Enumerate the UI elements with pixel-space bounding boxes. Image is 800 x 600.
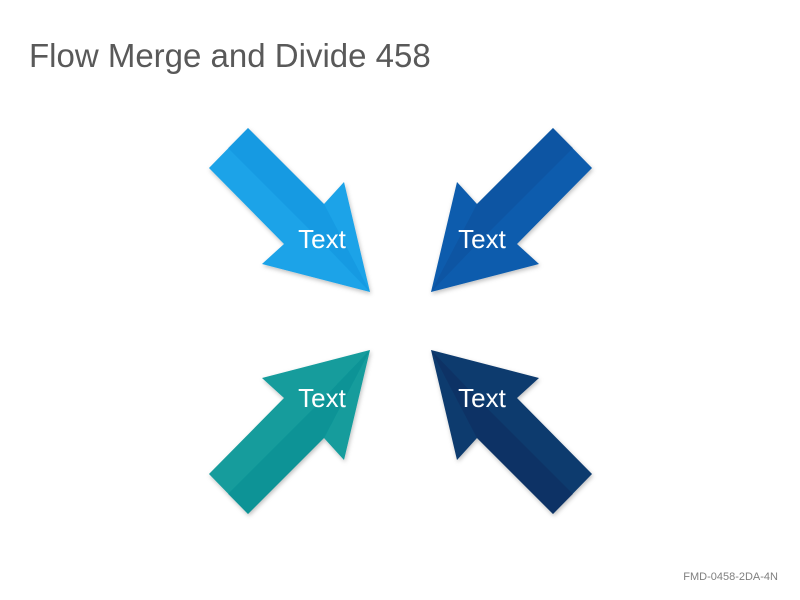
arrow-bottom-right-facet bbox=[431, 350, 573, 514]
arrow-top-right: Text bbox=[431, 128, 592, 292]
arrow-top-left: Text bbox=[209, 128, 370, 292]
footer-code: FMD-0458-2DA-4N bbox=[683, 571, 778, 583]
arrow-bottom-right: Text bbox=[431, 350, 592, 514]
page-title: Flow Merge and Divide 458 bbox=[29, 37, 431, 74]
arrow-bottom-left-label: Text bbox=[298, 383, 346, 413]
arrow-top-right-facet bbox=[431, 128, 573, 292]
arrow-top-left-facet bbox=[228, 128, 370, 292]
arrow-top-right-label: Text bbox=[458, 224, 506, 254]
arrow-bottom-right-label: Text bbox=[458, 383, 506, 413]
arrow-top-left-label: Text bbox=[298, 224, 346, 254]
arrow-bottom-left-facet bbox=[228, 350, 370, 514]
arrow-bottom-left: Text bbox=[209, 350, 370, 514]
